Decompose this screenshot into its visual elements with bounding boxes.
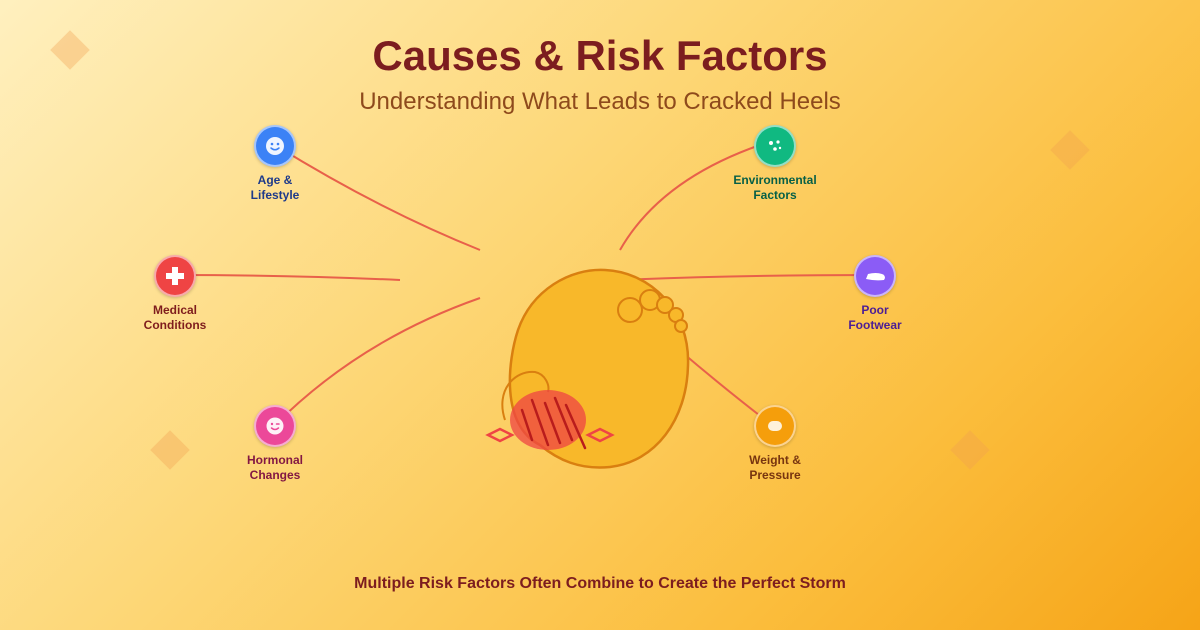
toes	[617, 289, 688, 333]
crack-line	[530, 398, 550, 447]
crack-marker-right	[585, 427, 615, 443]
toe	[617, 297, 643, 323]
environmental-factors-label: Environmental Factors	[733, 173, 817, 202]
crack-line	[543, 401, 562, 445]
crack-marker-left	[485, 427, 515, 443]
medical-cross-icon	[166, 267, 184, 285]
medical-conditions-circle	[154, 255, 196, 297]
connector-line-environmental	[619, 144, 761, 251]
face-icon	[266, 137, 284, 155]
age-lifestyle-circle	[254, 125, 296, 167]
shoe-icon	[866, 273, 885, 281]
connector-line-medical	[174, 274, 401, 281]
heel-crack-zone	[510, 390, 586, 450]
hormonal-changes-circle	[254, 405, 296, 447]
connector-line-footwear	[619, 274, 876, 281]
environmental-factors-circle	[754, 125, 796, 167]
age-lifestyle-label: Age & Lifestyle	[250, 173, 300, 202]
winking-face-icon	[266, 417, 284, 435]
crack-line	[520, 408, 534, 442]
weight-icon	[768, 421, 782, 431]
medical-conditions-label: Medical Conditions	[143, 303, 207, 332]
node-weight-pressure[interactable]: Weight & Pressure	[705, 405, 845, 483]
poor-footwear-circle	[854, 255, 896, 297]
hormonal-changes-label: Hormonal Changes	[246, 453, 303, 482]
toe	[674, 319, 688, 333]
connector-line-age	[274, 144, 481, 251]
page-title: Causes & Risk Factors	[372, 32, 828, 79]
heel-outline	[501, 370, 550, 421]
particles-icon	[769, 140, 782, 151]
node-environmental-factors[interactable]: Environmental Factors	[705, 125, 845, 203]
weight-pressure-label: Weight & Pressure	[749, 453, 801, 482]
page-subtitle: Understanding What Leads to Cracked Heel…	[359, 88, 841, 115]
crack-line	[564, 403, 587, 450]
node-hormonal-changes[interactable]: Hormonal Changes	[205, 405, 345, 483]
footer-caption: Multiple Risk Factors Often Combine to C…	[354, 575, 846, 592]
node-age-lifestyle[interactable]: Age & Lifestyle	[205, 125, 345, 203]
connector-line-hormonal	[274, 297, 481, 426]
poor-footwear-label: Poor Footwear	[848, 303, 902, 332]
node-medical-conditions[interactable]: Medical Conditions	[105, 255, 245, 333]
heel-cracks	[520, 396, 587, 450]
foot-illustration	[485, 268, 690, 469]
toe	[656, 296, 674, 314]
weight-pressure-circle	[754, 405, 796, 447]
node-poor-footwear[interactable]: Poor Footwear	[805, 255, 945, 333]
crack-line	[553, 396, 574, 442]
